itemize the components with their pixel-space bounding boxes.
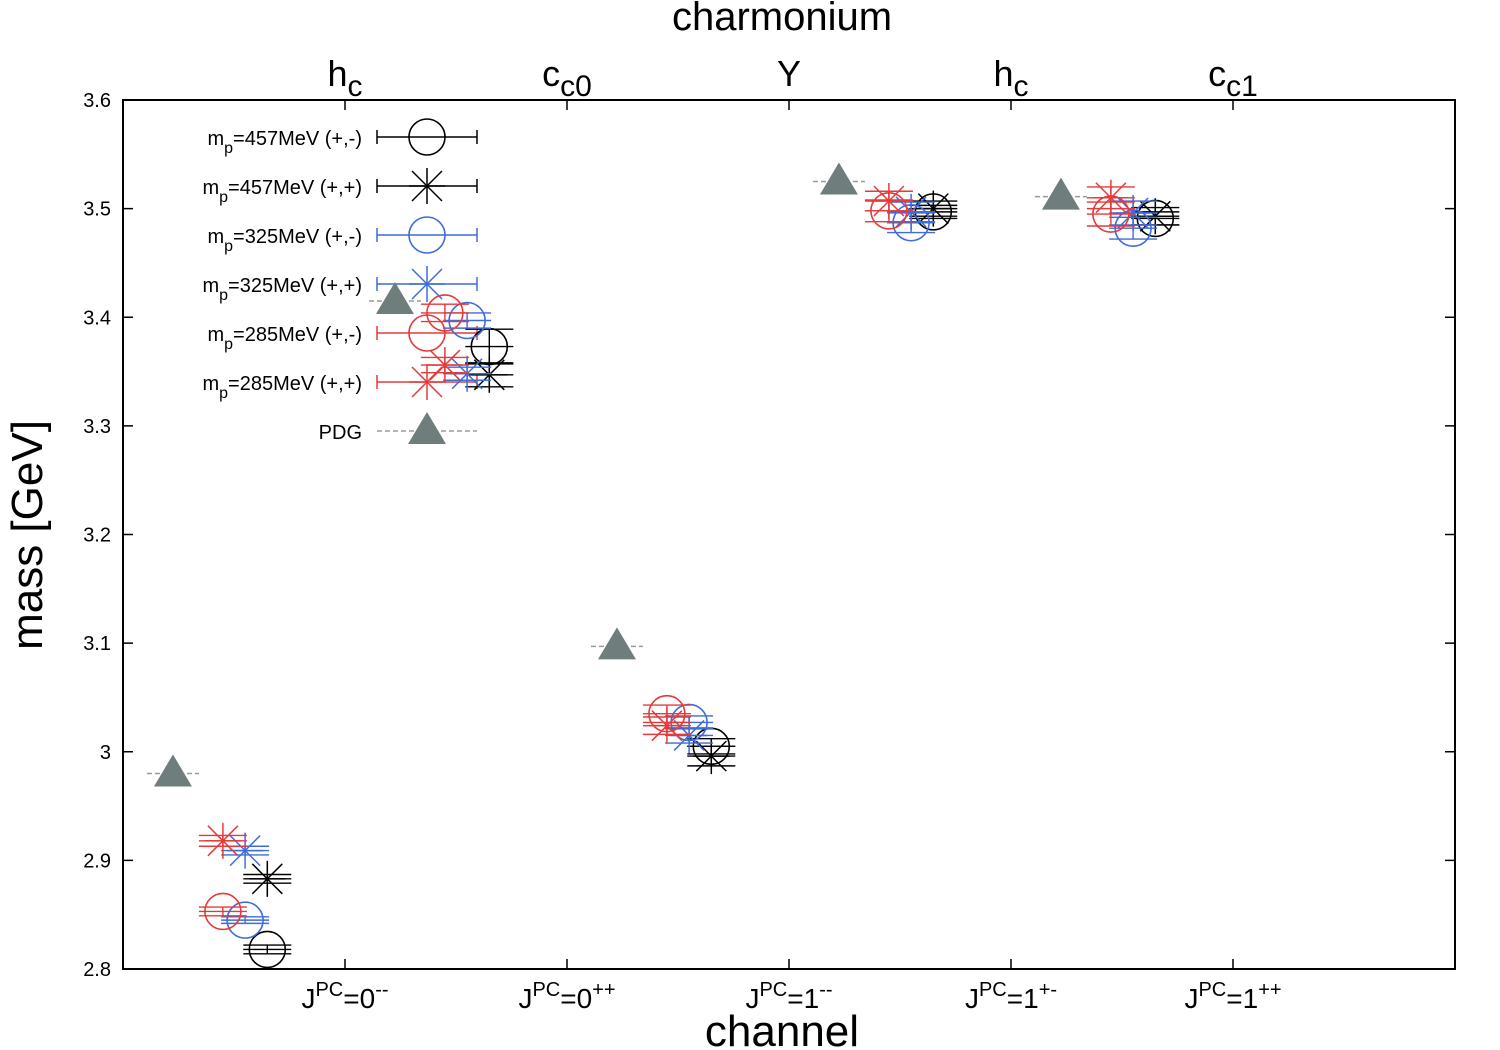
legend-label: mp=457MeV (+,-) — [207, 128, 362, 157]
bottom-category-label: JPC=1+- — [965, 979, 1057, 1014]
data-point — [420, 347, 469, 384]
bottom-category-label: JPC=1++ — [1184, 979, 1281, 1014]
series-2 — [221, 203, 1158, 939]
triangle-marker — [408, 412, 446, 444]
y-axis-label: mass [GeV] — [3, 420, 52, 650]
legend-label: mp=285MeV (+,+) — [202, 373, 362, 402]
top-category-label: hc — [993, 53, 1028, 103]
data-point — [198, 822, 247, 859]
data-point — [243, 860, 292, 897]
circle-marker — [408, 216, 446, 254]
data-point — [687, 738, 736, 775]
bottom-category-label: JPC=0-- — [301, 979, 388, 1014]
top-category-label: cc0 — [542, 53, 592, 103]
data-point — [642, 707, 691, 744]
chart-title: charmonium — [672, 0, 892, 39]
legend-item: PDG — [319, 412, 477, 444]
star-marker-d2 — [673, 719, 705, 751]
star-marker-d2 — [1095, 182, 1127, 214]
star-marker-d2 — [411, 170, 443, 202]
y-tick-label: 3 — [100, 742, 111, 764]
circle-marker — [448, 301, 486, 340]
data-point — [443, 355, 492, 392]
triangle-marker — [597, 627, 636, 660]
data-point — [1086, 179, 1135, 216]
bottom-category-label: JPC=0++ — [518, 979, 615, 1014]
data-point — [864, 183, 913, 220]
legend-label: mp=325MeV (+,-) — [207, 226, 362, 255]
star-marker-d2 — [429, 349, 461, 381]
star-marker-d2 — [451, 358, 483, 390]
legend-label: PDG — [319, 422, 362, 444]
y-tick-label: 3.3 — [83, 416, 111, 438]
star-marker-d2 — [695, 740, 727, 772]
circle-marker — [226, 901, 264, 939]
top-category-label: Y — [777, 53, 801, 94]
star-marker-d2 — [651, 710, 683, 742]
y-tick-label: 3.4 — [83, 307, 111, 329]
series-5 — [198, 179, 1135, 859]
legend-item: mp=285MeV (+,-) — [207, 314, 478, 353]
bottom-category-label: JPC=1-- — [745, 979, 832, 1014]
legend-label: mp=325MeV (+,+) — [202, 275, 362, 304]
data-point — [1109, 194, 1158, 231]
y-tick-label: 2.8 — [83, 959, 111, 981]
legend-label: mp=457MeV (+,+) — [202, 177, 362, 206]
circle-marker — [204, 892, 242, 931]
star-marker-d2 — [1117, 197, 1149, 229]
data-point — [1131, 198, 1180, 235]
y-tick-label: 3.1 — [83, 633, 111, 655]
data-point — [1034, 177, 1087, 210]
y-tick-label: 3.2 — [83, 525, 111, 547]
data-point — [465, 356, 514, 393]
data-point — [221, 901, 270, 939]
circle-marker — [408, 118, 446, 156]
legend-item: mp=325MeV (+,+) — [202, 266, 478, 304]
y-tick-label: 3.5 — [83, 199, 111, 221]
star-marker-d2 — [229, 835, 261, 867]
series-6 — [146, 162, 1087, 787]
y-tick-label: 3.6 — [83, 90, 111, 112]
series-1 — [243, 190, 1180, 897]
x-axis-label: channel — [705, 1007, 859, 1050]
data-point — [420, 294, 469, 332]
circle-marker — [248, 930, 287, 969]
data-point — [146, 754, 199, 787]
legend-item: mp=457MeV (+,+) — [202, 168, 478, 206]
triangle-marker — [153, 754, 192, 787]
series-4 — [198, 191, 1135, 931]
data-point — [198, 892, 247, 931]
star-marker-d2 — [873, 185, 905, 217]
data-point — [243, 930, 292, 969]
triangle-marker — [375, 281, 414, 314]
top-category-label: hc — [327, 53, 362, 103]
series-3 — [221, 193, 1158, 869]
star-marker-d2 — [411, 268, 443, 300]
legend-label: mp=285MeV (+,-) — [207, 324, 362, 353]
y-tick-label: 2.9 — [83, 850, 111, 872]
star-marker-d2 — [917, 193, 949, 225]
star-marker-d2 — [207, 825, 239, 857]
legend-item: mp=457MeV (+,-) — [207, 118, 478, 157]
top-category-label: cc1 — [1208, 53, 1258, 103]
triangle-marker — [819, 162, 858, 195]
data-point — [368, 281, 421, 314]
data-point — [221, 832, 270, 869]
star-marker-d2 — [251, 863, 283, 895]
star-marker-d2 — [473, 359, 505, 391]
data-point — [590, 627, 643, 660]
triangle-marker — [1041, 177, 1080, 210]
circle-marker — [426, 294, 464, 332]
data-point — [812, 162, 865, 195]
legend-item: mp=325MeV (+,-) — [207, 216, 478, 255]
legend-item: mp=285MeV (+,+) — [202, 364, 478, 402]
